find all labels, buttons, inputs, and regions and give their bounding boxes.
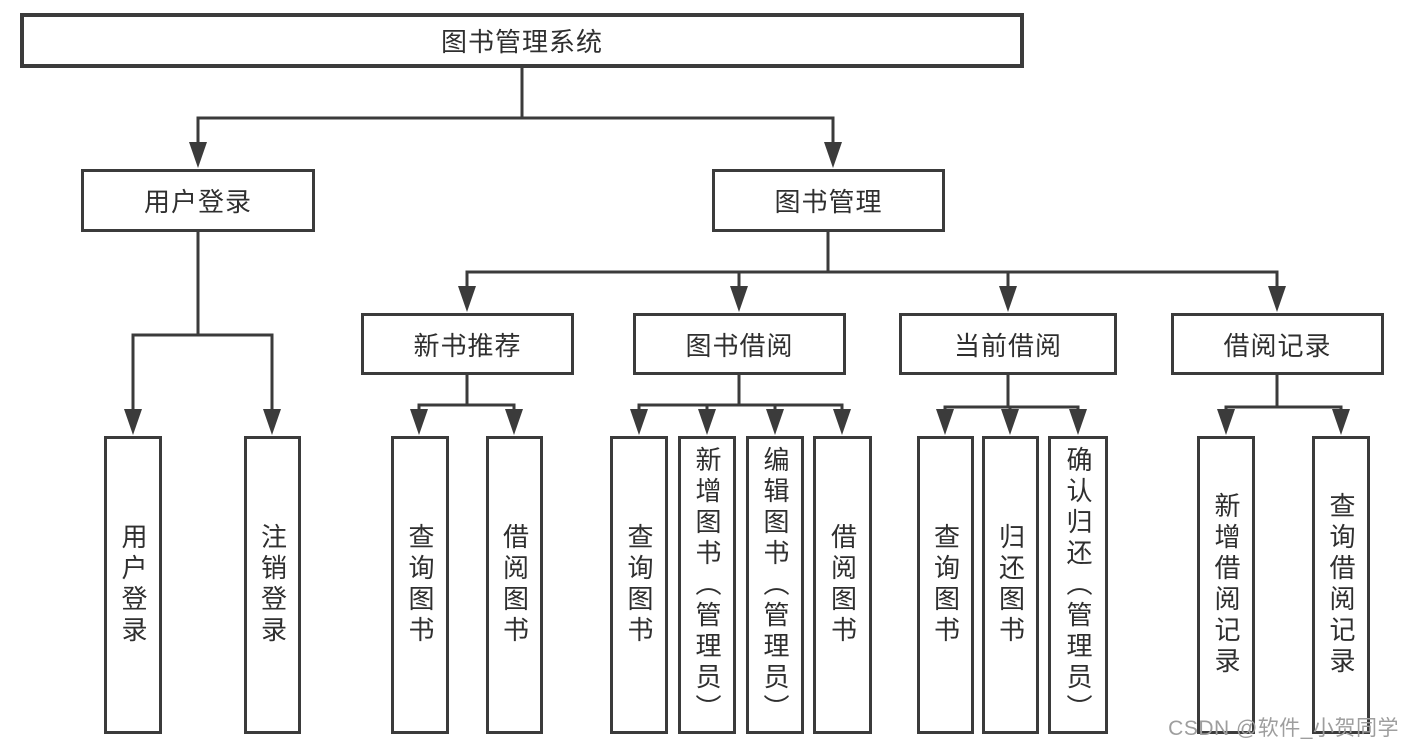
leaf-records-add-record: 新增借阅记录 xyxy=(1197,436,1255,734)
leaf-recommend-borrow-books: 借阅图书 xyxy=(486,436,543,734)
leaf-borrow-edit-books-admin: 编辑图书（管理员） xyxy=(746,436,804,734)
arrow-icon xyxy=(730,286,748,312)
node-user-login-label: 用户登录 xyxy=(143,187,252,217)
node-borrow-records-label: 借阅记录 xyxy=(1223,330,1332,361)
arrow-icon xyxy=(1001,409,1019,435)
node-library-system: 图书管理系统 xyxy=(20,13,1024,68)
node-book-management-label: 图书管理 xyxy=(774,187,883,217)
leaf-user-login-label: 用户登录 xyxy=(118,523,148,647)
leaf-recommend-query-books: 查询图书 xyxy=(391,436,449,734)
leaf-user-login: 用户登录 xyxy=(104,436,162,734)
leaf-current-query-books: 查询图书 xyxy=(917,436,974,734)
leaf-borrow-add-books-admin: 新增图书（管理员） xyxy=(678,436,736,734)
node-new-book-recommend: 新书推荐 xyxy=(361,313,574,375)
leaf-recommend-borrow-books-label: 借阅图书 xyxy=(499,523,530,647)
watermark: CSDN @软件_小贺同学 xyxy=(1168,717,1399,740)
leaf-current-return-books-label: 归还图书 xyxy=(995,523,1026,647)
leaf-records-add-record-label: 新增借阅记录 xyxy=(1211,492,1241,678)
leaf-records-query-record-label: 查询借阅记录 xyxy=(1326,492,1356,678)
arrow-icon xyxy=(824,142,842,168)
leaf-borrow-add-books-admin-label: 新增图书（管理员） xyxy=(692,445,722,725)
arrow-icon xyxy=(766,409,784,435)
node-current-borrow: 当前借阅 xyxy=(899,313,1117,375)
arrow-icon xyxy=(189,142,207,168)
arrow-icon xyxy=(505,409,523,435)
leaf-borrow-query-books: 查询图书 xyxy=(610,436,668,734)
arrowheads xyxy=(124,142,1350,435)
leaf-current-confirm-return-admin: 确认归还（管理员） xyxy=(1048,436,1108,734)
arrow-icon xyxy=(936,409,954,435)
arrow-icon xyxy=(999,286,1017,312)
node-new-book-recommend-label: 新书推荐 xyxy=(413,330,522,361)
leaf-borrow-edit-books-admin-label: 编辑图书（管理员） xyxy=(760,445,790,725)
arrow-icon xyxy=(458,286,476,312)
node-user-login: 用户登录 xyxy=(81,169,315,232)
arrow-icon xyxy=(1332,409,1350,435)
leaf-logout-label: 注销登录 xyxy=(257,523,288,647)
arrow-icon xyxy=(124,409,142,435)
node-book-management: 图书管理 xyxy=(712,169,945,232)
node-book-borrow: 图书借阅 xyxy=(633,313,846,375)
arrow-icon xyxy=(833,409,851,435)
arrow-icon xyxy=(698,409,716,435)
leaf-recommend-query-books-label: 查询图书 xyxy=(405,523,435,647)
leaf-borrow-borrow-books-label: 借阅图书 xyxy=(827,523,858,647)
leaf-current-confirm-return-admin-label: 确认归还（管理员） xyxy=(1063,445,1093,725)
node-book-borrow-label: 图书借阅 xyxy=(685,330,794,361)
leaf-current-query-books-label: 查询图书 xyxy=(930,523,961,647)
node-library-system-label: 图书管理系统 xyxy=(440,27,603,57)
leaf-borrow-query-books-label: 查询图书 xyxy=(624,523,654,647)
node-current-borrow-label: 当前借阅 xyxy=(953,330,1062,361)
arrow-icon xyxy=(410,409,428,435)
arrow-icon xyxy=(1268,286,1286,312)
node-borrow-records: 借阅记录 xyxy=(1171,313,1384,375)
arrow-icon xyxy=(263,409,281,435)
leaf-current-return-books: 归还图书 xyxy=(982,436,1039,734)
arrow-icon xyxy=(1069,409,1087,435)
leaf-records-query-record: 查询借阅记录 xyxy=(1312,436,1370,734)
leaf-logout: 注销登录 xyxy=(244,436,301,734)
connector-path xyxy=(131,66,1343,413)
leaf-borrow-borrow-books: 借阅图书 xyxy=(813,436,872,734)
arrow-icon xyxy=(1217,409,1235,435)
arrow-icon xyxy=(630,409,648,435)
